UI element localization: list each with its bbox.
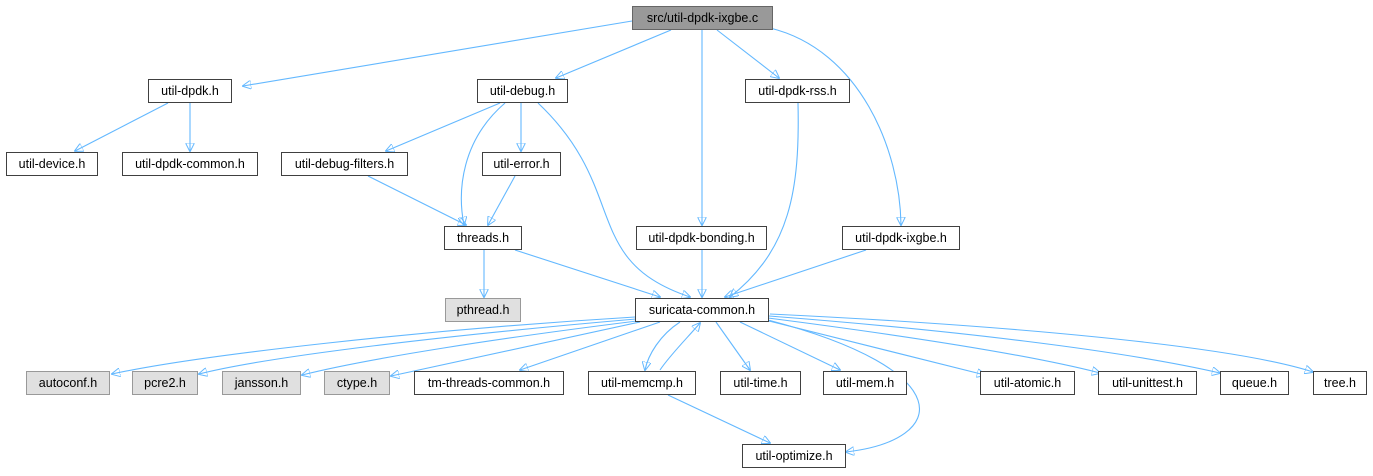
node-tree-h[interactable]: tree.h: [1313, 371, 1367, 395]
node-util-dpdk-h[interactable]: util-dpdk.h: [148, 79, 232, 103]
edge-suricata-common-h-to-tm-threads-common-h: [520, 321, 661, 370]
node-util-unittest-h[interactable]: util-unittest.h: [1098, 371, 1197, 395]
node-util-dpdk-ixgbe-h[interactable]: util-dpdk-ixgbe.h: [842, 226, 960, 250]
node-util-dpdk-common-h[interactable]: util-dpdk-common.h: [122, 152, 258, 176]
node-util-time-h[interactable]: util-time.h: [720, 371, 801, 395]
edge-util-dpdk-ixgbe-h-to-suricata-common-h: [725, 249, 867, 297]
edge-suricata-common-h-to-util-optimize-h: [767, 319, 921, 452]
node-util-atomic-h[interactable]: util-atomic.h: [980, 371, 1075, 395]
edge-root-to-util-dpdk-ixgbe-h: [769, 27, 901, 225]
edge-util-memcmp-h-to-util-optimize-h: [667, 394, 770, 443]
edge-root-to-util-dpdk-h: [243, 20, 633, 86]
edge-root-to-util-dpdk-rss-h: [716, 29, 779, 78]
edge-suricata-common-h-to-util-unittest-h: [767, 317, 1100, 373]
edge-suricata-common-h-to-queue-h: [768, 315, 1220, 373]
node-util-dpdk-rss-h[interactable]: util-dpdk-rss.h: [745, 79, 850, 103]
edge-suricata-common-h-to-util-memcmp-h: [645, 321, 681, 370]
node-util-mem-h[interactable]: util-mem.h: [823, 371, 907, 395]
node-util-dpdk-bonding-h[interactable]: util-dpdk-bonding.h: [636, 226, 767, 250]
edge-util-debug-h-to-util-debug-filters-h: [386, 102, 501, 151]
edge-util-dpdk-h-to-util-device-h: [75, 102, 169, 151]
node-util-optimize-h[interactable]: util-optimize.h: [742, 444, 846, 468]
edge-threads-h-to-suricata-common-h: [514, 249, 660, 297]
edge-util-memcmp-h-to-suricata-common-h: [659, 323, 700, 371]
node-pthread-h: pthread.h: [445, 298, 521, 322]
node-util-debug-h[interactable]: util-debug.h: [477, 79, 568, 103]
node-root-file: src/util-dpdk-ixgbe.c: [632, 6, 773, 30]
node-util-error-h[interactable]: util-error.h: [482, 152, 561, 176]
edge-suricata-common-h-to-autoconf-h: [112, 316, 636, 374]
node-util-device-h[interactable]: util-device.h: [6, 152, 98, 176]
edge-suricata-common-h-to-tree-h: [769, 313, 1313, 372]
edge-util-debug-filters-h-to-threads-h: [367, 175, 466, 225]
node-queue-h[interactable]: queue.h: [1220, 371, 1289, 395]
edge-suricata-common-h-to-jansson-h: [302, 320, 638, 375]
node-suricata-common-h[interactable]: suricata-common.h: [635, 298, 769, 322]
edge-root-to-util-debug-h: [556, 29, 672, 78]
node-jansson-h: jansson.h: [222, 371, 301, 395]
node-util-debug-filters-h[interactable]: util-debug-filters.h: [281, 152, 408, 176]
edge-util-debug-h-to-threads-h: [461, 102, 506, 225]
edge-suricata-common-h-to-util-time-h: [715, 321, 750, 370]
node-autoconf-h: autoconf.h: [26, 371, 110, 395]
node-util-memcmp-h[interactable]: util-memcmp.h: [588, 371, 696, 395]
edge-util-error-h-to-threads-h: [488, 175, 516, 225]
node-pcre2-h: pcre2.h: [132, 371, 198, 395]
edge-util-debug-h-to-suricata-common-h: [537, 102, 690, 297]
edge-suricata-common-h-to-util-mem-h: [739, 321, 840, 370]
node-ctype-h: ctype.h: [324, 371, 390, 395]
node-tm-threads-common-h[interactable]: tm-threads-common.h: [414, 371, 564, 395]
edge-suricata-common-h-to-pcre2-h: [199, 318, 637, 374]
node-threads-h[interactable]: threads.h: [444, 226, 522, 250]
edge-suricata-common-h-to-ctype-h: [391, 321, 641, 376]
edge-util-dpdk-rss-h-to-suricata-common-h: [730, 102, 799, 297]
